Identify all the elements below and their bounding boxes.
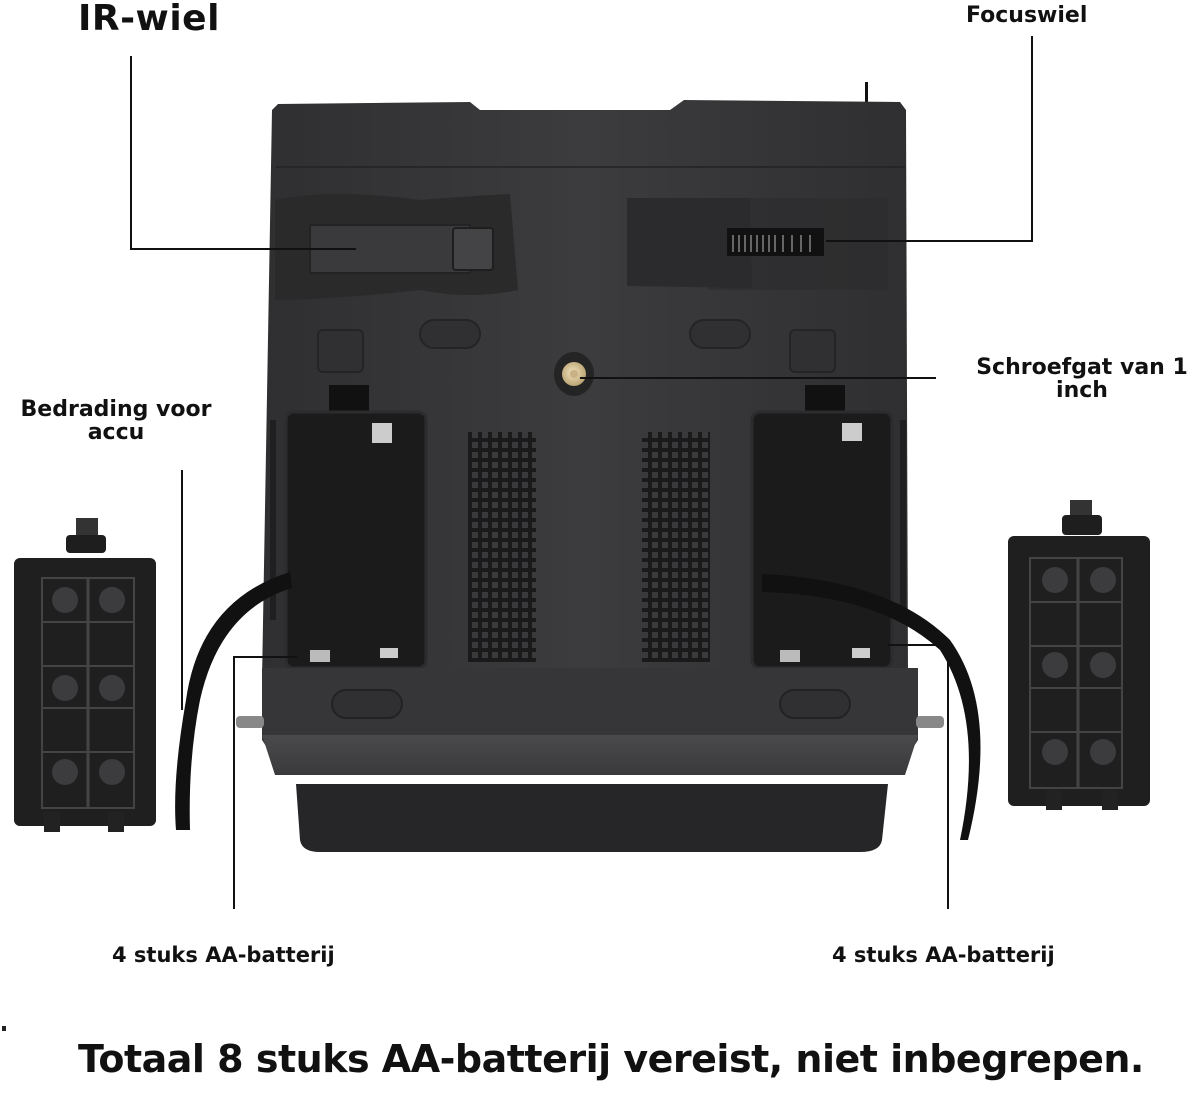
callout-line-ir-vertical bbox=[130, 56, 132, 250]
total-battery-note: Totaal 8 stuks AA-batterij vereist, niet… bbox=[78, 1037, 1144, 1081]
tripod-screw-hole bbox=[554, 352, 594, 396]
callout-line-aa-left-vertical bbox=[233, 657, 235, 909]
left-battery-compartment bbox=[284, 385, 428, 670]
callout-line-aa-left-horizontal bbox=[233, 656, 297, 658]
ir-wheel-label: IR-wiel bbox=[78, 0, 220, 39]
right-battery-cover bbox=[1008, 500, 1150, 810]
focus-wheel-label: Focuswiel bbox=[966, 3, 1088, 28]
left-battery-cover bbox=[14, 518, 156, 832]
callout-line-focus-horizontal bbox=[826, 240, 1033, 242]
screw-hole-label: Schroefgat van 1 inch bbox=[976, 355, 1188, 404]
callout-line-ir-horizontal bbox=[130, 248, 356, 250]
aa-battery-right-label: 4 stuks AA-batterij bbox=[832, 943, 1055, 967]
callout-line-aa-right-vertical bbox=[947, 645, 949, 909]
battery-wiring-label: Bedrading voor accu bbox=[20, 397, 212, 446]
stray-dot bbox=[2, 1026, 6, 1031]
callout-line-aa-right-horizontal bbox=[888, 644, 948, 646]
aa-battery-left-label: 4 stuks AA-batterij bbox=[112, 943, 335, 967]
callout-line-screw bbox=[580, 377, 936, 379]
callout-line-focus-vertical bbox=[1031, 36, 1033, 242]
right-battery-compartment bbox=[750, 385, 894, 670]
callout-line-wiring bbox=[181, 470, 183, 710]
battery-wiring-strap bbox=[175, 572, 981, 840]
ir-wheel bbox=[275, 194, 518, 300]
